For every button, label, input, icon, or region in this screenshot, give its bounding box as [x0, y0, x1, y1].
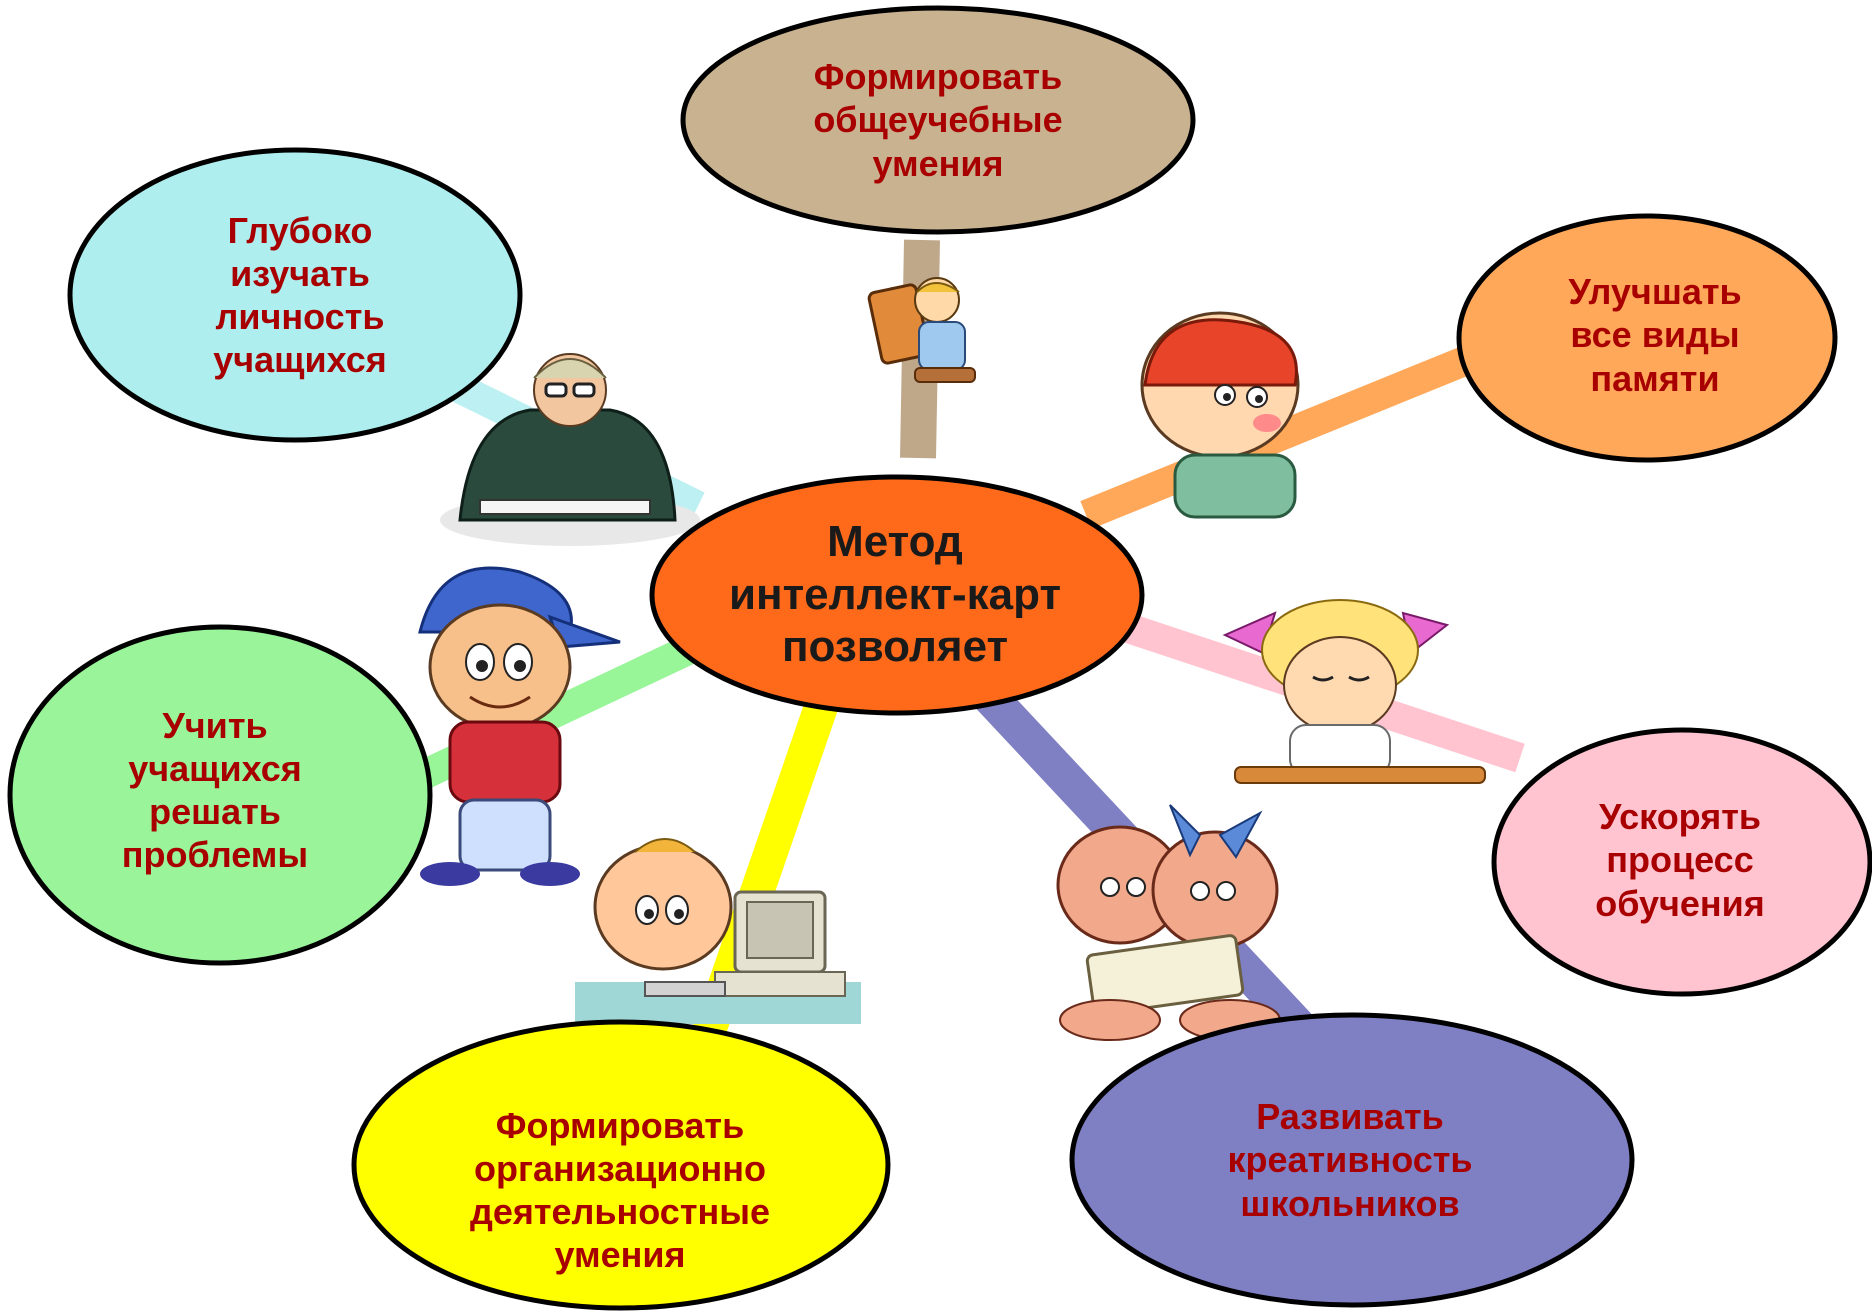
node-top [680, 5, 1196, 235]
node-bottom-left [351, 1019, 891, 1311]
child-reading-book-figure [867, 277, 976, 383]
node-top-left-label: Глубоко изучать личность учащихся [213, 209, 387, 381]
node-bottom-left-label: Формировать организационно деятельностны… [470, 1104, 770, 1276]
node-right-top [1456, 213, 1838, 463]
node-right-bottom-label: Ускорять процесс обучения [1595, 796, 1765, 924]
node-center [649, 474, 1145, 716]
teacher-with-glasses-figure [440, 353, 700, 546]
two-kids-reading-figure [1056, 804, 1281, 1041]
node-top-left [67, 147, 523, 443]
nodes [7, 5, 1872, 1311]
boy-in-blue-cap-figure [418, 566, 621, 886]
node-top-label: Формировать общеучебные умения [813, 56, 1063, 184]
child-at-computer-figure [575, 838, 861, 1024]
node-center-label: Метод интеллект-карт позволяет [729, 516, 1061, 672]
node-right-top-label: Улучшать все виды памяти [1568, 271, 1742, 399]
node-left-label: Учить учащихся решать проблемы [121, 704, 309, 876]
node-bottom-right-label: Развивать креативность школьников [1227, 1096, 1473, 1224]
node-right-bottom [1491, 727, 1872, 997]
thinking-boy-in-cap-figure [1140, 311, 1300, 519]
node-left [7, 624, 433, 966]
sleepy-girl-at-desk-figure [1222, 599, 1486, 784]
node-bottom-right [1069, 1012, 1635, 1308]
connector-right-top [1080, 346, 1473, 529]
